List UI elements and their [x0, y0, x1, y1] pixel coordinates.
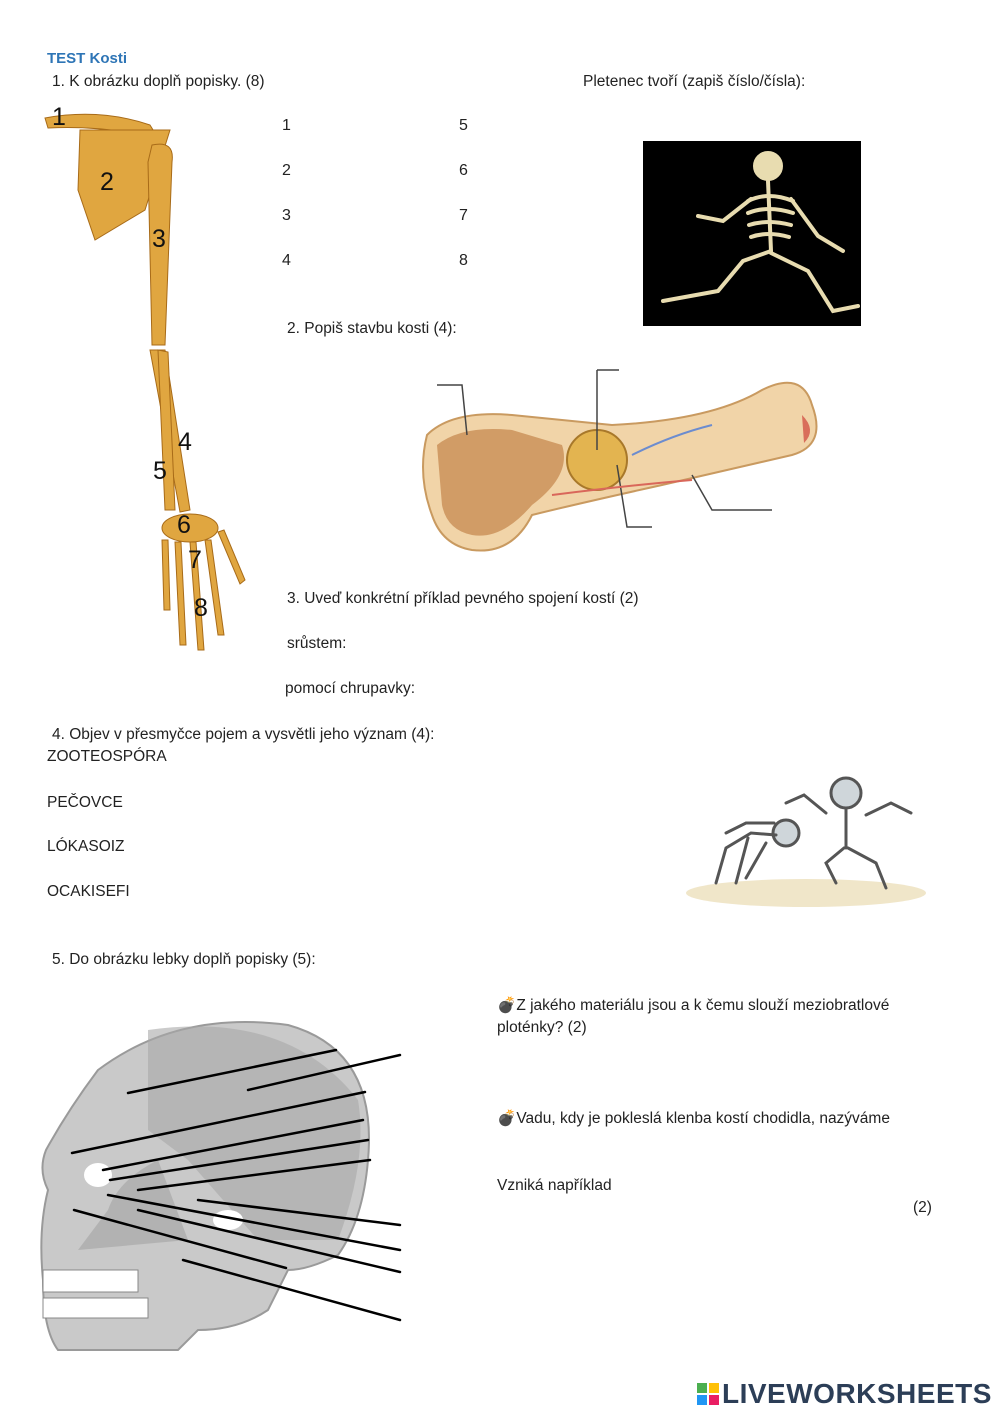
q3-line-chrupavka: pomocí chrupavky:	[285, 680, 416, 697]
q2-heading: 2. Popiš stavbu kosti (4):	[287, 320, 457, 337]
answer-number-8: 8	[459, 252, 468, 269]
bonus-q2-points: (2)	[913, 1199, 932, 1216]
arm-label-1: 1	[52, 103, 66, 131]
answer-number-3: 3	[282, 207, 291, 224]
test-title: TEST Kosti	[47, 50, 128, 67]
liveworksheets-logo: LIVEWORKSHEETS	[697, 1378, 992, 1410]
anagram-word-2: PEČOVCE	[47, 794, 123, 811]
anagram-word-3: LÓKASOIZ	[47, 838, 125, 855]
arm-label-3: 3	[152, 225, 166, 253]
arm-label-8: 8	[194, 594, 208, 622]
bonus-q2-line: Vzniká například	[497, 1177, 612, 1194]
answer-number-2: 2	[282, 162, 291, 179]
dancing-skeletons-image	[686, 776, 926, 907]
arm-label-2: 2	[100, 168, 114, 196]
logo-grid-icon	[697, 1383, 719, 1405]
bone-structure-image	[422, 369, 818, 552]
answer-number-4: 4	[282, 252, 291, 269]
sitting-skeleton-image	[643, 141, 861, 326]
answer-number-6: 6	[459, 162, 468, 179]
arm-skeleton-image	[44, 113, 246, 651]
q5-heading: 5. Do obrázku lebky doplň popisky (5):	[52, 951, 316, 968]
bonus-question-2: 💣Vadu, kdy je pokleslá klenba kostí chod…	[497, 1110, 890, 1127]
answer-number-1: 1	[282, 117, 291, 134]
bomb-icon: 💣	[497, 1110, 517, 1127]
brand-text: LIVEWORKSHEETS	[722, 1378, 992, 1409]
q3-heading: 3. Uveď konkrétní příklad pevného spojen…	[287, 590, 639, 607]
arm-label-4: 4	[178, 428, 192, 456]
bonus-question-1: 💣Z jakého materiálu jsou a k čemu slouží…	[497, 997, 890, 1036]
bomb-icon: 💣	[497, 997, 517, 1014]
answer-number-5: 5	[459, 117, 468, 134]
arm-label-5: 5	[153, 457, 167, 485]
q1-heading: 1. K obrázku doplň popisky. (8)	[52, 73, 265, 90]
answer-number-7: 7	[459, 207, 468, 224]
skull-image	[40, 1021, 402, 1351]
q3-line-srustem: srůstem:	[287, 635, 347, 652]
q4-heading: 4. Objev v přesmyčce pojem a vysvětli je…	[52, 726, 435, 743]
arm-label-6: 6	[177, 511, 191, 539]
anagram-word-4: OCAKISEFI	[47, 883, 130, 900]
pletenec-prompt: Pletenec tvoří (zapiš číslo/čísla):	[583, 73, 806, 90]
anagram-word-1: ZOOTEOSPÓRA	[47, 748, 167, 765]
arm-label-7: 7	[188, 546, 202, 574]
